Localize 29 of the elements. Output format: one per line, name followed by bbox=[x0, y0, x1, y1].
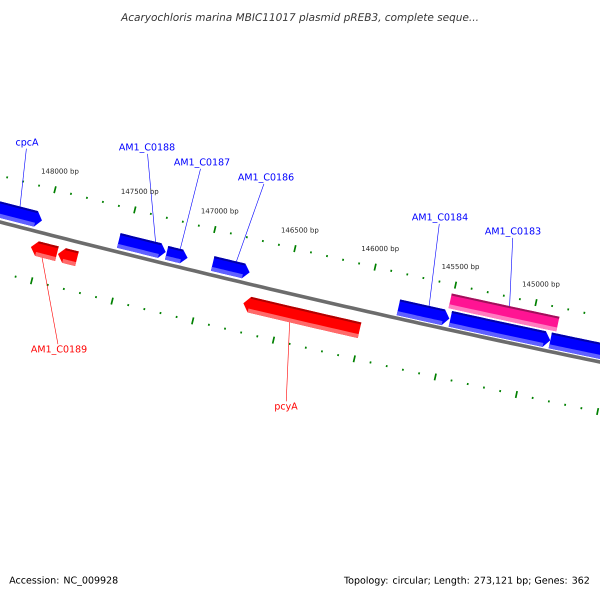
gene-label: cpcA bbox=[16, 138, 38, 148]
gene-label: AM1_C0189 bbox=[30, 345, 86, 355]
gene-block bbox=[210, 256, 250, 278]
gene-block bbox=[116, 233, 166, 258]
title: Acaryochloris marina MBIC11017 plasmid pREB3, complete seque... bbox=[120, 12, 478, 24]
gene-label: AM1_C0187 bbox=[174, 158, 230, 168]
leader-line bbox=[42, 257, 58, 344]
leader-line bbox=[286, 322, 290, 402]
gene-label: AM1_C0188 bbox=[118, 143, 174, 153]
gene-label: AM1_C0183 bbox=[484, 227, 540, 237]
leader-line bbox=[180, 168, 201, 250]
gene-block bbox=[30, 241, 59, 261]
gene-block bbox=[164, 246, 188, 264]
gene-label: pcyA bbox=[275, 402, 298, 412]
gene-label: AM1_C0184 bbox=[412, 213, 468, 223]
gene-label: AM1_C0186 bbox=[238, 173, 294, 183]
gene-block bbox=[448, 311, 550, 347]
footer-text: Accession: NC_009928 bbox=[9, 576, 118, 586]
gene-block bbox=[243, 296, 362, 338]
footer-text: Topology: circular; Length: 273,121 bp; Genes: 362 bbox=[344, 576, 589, 586]
gene-block bbox=[396, 299, 450, 326]
leader-line bbox=[147, 154, 156, 242]
leader-line bbox=[20, 148, 27, 207]
gene-block bbox=[0, 201, 42, 227]
gene-block bbox=[58, 248, 79, 266]
leader-line bbox=[428, 224, 440, 306]
leader-line bbox=[509, 238, 514, 306]
gene-block bbox=[548, 332, 600, 360]
leader-line bbox=[236, 184, 264, 262]
